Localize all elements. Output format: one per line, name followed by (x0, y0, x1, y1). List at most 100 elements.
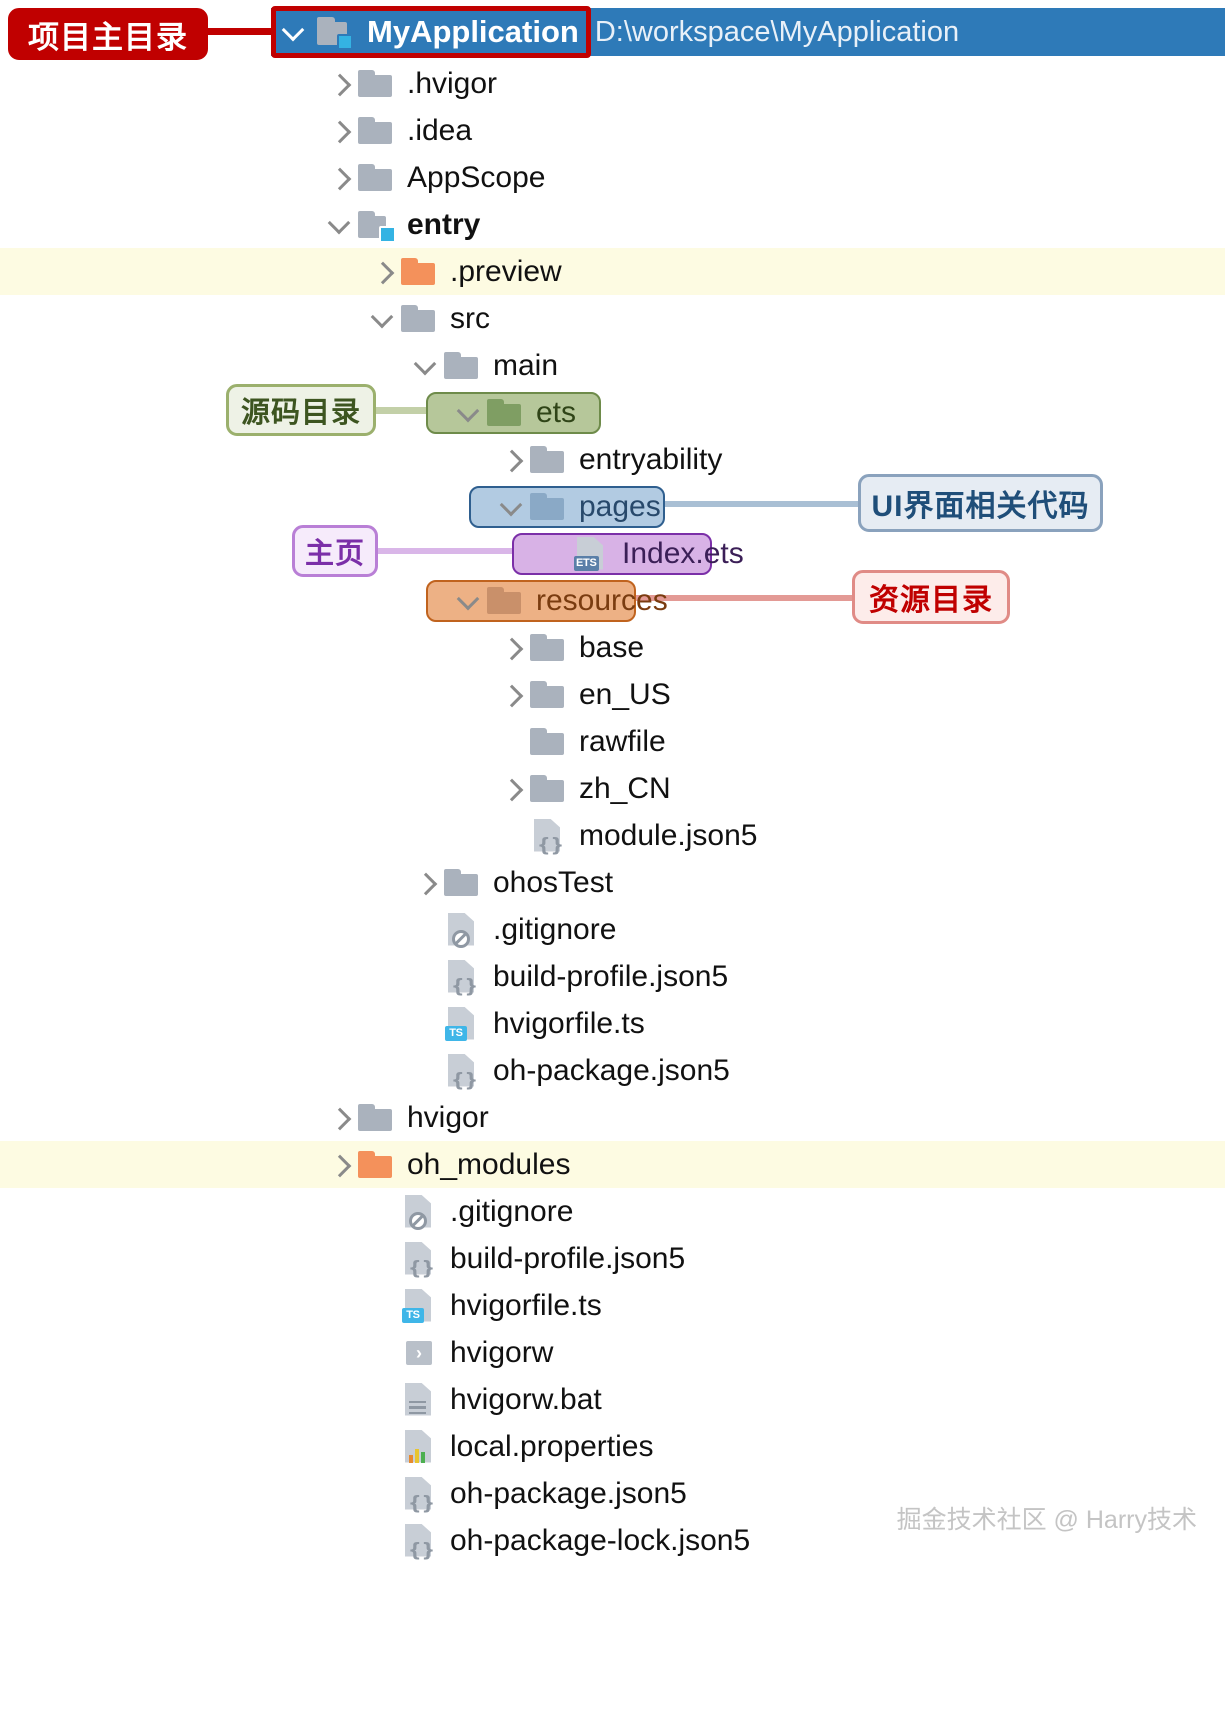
tree-row-label: ets (536, 395, 577, 429)
tree-row-local-properties[interactable]: local.properties (0, 1423, 1225, 1470)
tree-row-label: oh-package.json5 (450, 1476, 687, 1510)
tree-row-oh-modules[interactable]: oh_modules (0, 1141, 1225, 1188)
tree-row-idea[interactable]: .idea (0, 107, 1225, 154)
tree-row-label: hvigor (407, 1100, 489, 1134)
folder-icon (357, 1101, 397, 1135)
twisty-spacer (411, 915, 441, 945)
folder-icon (400, 255, 440, 289)
highlight-chip-index-ets (512, 533, 712, 575)
callout-ui-code: UI界面相关代码 (858, 474, 1103, 532)
tree-row-entry-buildprof[interactable]: {}build-profile.json5 (0, 953, 1225, 1000)
tree-row-root-gitignore[interactable]: .gitignore (0, 1188, 1225, 1235)
tree-row-label: build-profile.json5 (450, 1241, 686, 1275)
tree-row-entryability[interactable]: entryability (0, 436, 1225, 483)
chevron-right-icon[interactable] (497, 445, 527, 475)
tree-row-base[interactable]: base (0, 624, 1225, 671)
tree-row-label: resources (536, 583, 668, 617)
chevron-right-icon[interactable] (325, 116, 355, 146)
tree-row-main[interactable]: main (0, 342, 1225, 389)
chevron-right-icon[interactable] (497, 774, 527, 804)
chevron-down-icon[interactable] (325, 210, 355, 240)
chevron-right-icon[interactable] (325, 163, 355, 193)
tree-row-en-us[interactable]: en_US (0, 671, 1225, 718)
callout-resource-dir: 资源目录 (852, 570, 1010, 624)
callout-label: 项目主目录 (28, 19, 188, 55)
chevron-down-icon[interactable] (411, 351, 441, 381)
folder-icon (357, 161, 397, 195)
folder-icon (529, 490, 569, 524)
twisty-spacer (368, 1385, 398, 1415)
executable-file-icon: › (400, 1335, 440, 1371)
tree-row-hvigor-dot[interactable]: .hvigor (0, 60, 1225, 107)
tree-row-label: hvigorw.bat (450, 1382, 602, 1416)
chevron-right-icon[interactable] (497, 680, 527, 710)
tree-row-src[interactable]: src (0, 295, 1225, 342)
tree-row-resources[interactable]: resources (0, 577, 1225, 624)
tree-row-rawfile[interactable]: rawfile (0, 718, 1225, 765)
tree-row-label: .gitignore (493, 912, 617, 946)
tree-row-label: hvigorfile.ts (450, 1288, 602, 1322)
tree-row-root-buildprof[interactable]: {} build-profile.json5 (0, 1235, 1225, 1282)
tree-row-module-json5[interactable]: {}module.json5 (0, 812, 1225, 859)
callout-label: 资源目录 (869, 584, 993, 617)
tree-row-label: AppScope (407, 160, 546, 194)
json-file-icon: {} (400, 1241, 440, 1277)
tree-row-entry[interactable]: entry (0, 201, 1225, 248)
chevron-right-icon[interactable] (368, 257, 398, 287)
chevron-right-icon[interactable] (325, 69, 355, 99)
tree-row-entry-ohpackage[interactable]: {}oh-package.json5 (0, 1047, 1225, 1094)
twisty-spacer (411, 962, 441, 992)
chevron-right-icon[interactable] (325, 1103, 355, 1133)
tree-row-label: build-profile.json5 (493, 959, 729, 993)
chevron-down-icon[interactable] (454, 586, 484, 616)
tree-row-label: module.json5 (579, 818, 758, 852)
callout-home-page: 主页 (292, 525, 378, 577)
tree-row-label: base (579, 630, 645, 664)
tree-row-zh-cn[interactable]: zh_CN (0, 765, 1225, 812)
chevron-right-icon[interactable] (411, 868, 441, 898)
connector-line (372, 407, 428, 414)
connector-line (665, 501, 860, 507)
tree-row-label: oh_modules (407, 1147, 571, 1181)
tree-row-ohostest[interactable]: ohosTest (0, 859, 1225, 906)
tree-row-appscope[interactable]: AppScope (0, 154, 1225, 201)
tree-row-hvigorw-bat[interactable]: hvigorw.bat (0, 1376, 1225, 1423)
tree-row-label: .gitignore (450, 1194, 574, 1228)
tree-row-label: pages (579, 489, 661, 523)
twisty-spacer (368, 1479, 398, 1509)
chevron-right-icon[interactable] (497, 633, 527, 663)
tree-row-label: .idea (407, 113, 473, 147)
tree-row-root-ohpackage[interactable]: {}oh-package.json5 (0, 1470, 1225, 1517)
tree-row-hvigorw[interactable]: › hvigorw (0, 1329, 1225, 1376)
tree-row-label: hvigorw (450, 1335, 554, 1369)
tree-root-row[interactable]: MyApplication D:\workspace\MyApplication (271, 8, 1225, 56)
twisty-spacer (368, 1197, 398, 1227)
root-project-path: D:\workspace\MyApplication (594, 15, 960, 48)
chevron-down-icon[interactable] (368, 304, 398, 334)
callout-project-root: 项目主目录 (8, 8, 208, 60)
tree-row-label: .preview (450, 254, 562, 288)
tree-row-label: en_US (579, 677, 671, 711)
tree-row-ets[interactable]: ets (0, 389, 1225, 436)
tree-row-preview[interactable]: .preview (0, 248, 1225, 295)
tree-row-label: zh_CN (579, 771, 671, 805)
module-folder-icon (315, 15, 359, 50)
twisty-spacer (368, 1432, 398, 1462)
tree-row-root-ohpkglock[interactable]: {}oh-package-lock.json5 (0, 1517, 1225, 1564)
tree-row-label: .hvigor (407, 66, 498, 100)
tree-row-label: local.properties (450, 1429, 654, 1463)
chevron-right-icon[interactable] (325, 1150, 355, 1180)
folder-icon (486, 584, 526, 618)
tree-row-pages[interactable]: pages (0, 483, 1225, 530)
twisty-spacer (497, 821, 527, 851)
tree-row-entry-gitignore[interactable]: .gitignore (0, 906, 1225, 953)
chevron-down-icon[interactable] (497, 492, 527, 522)
module-folder-icon (357, 208, 397, 243)
folder-icon (529, 772, 569, 806)
chevron-down-icon[interactable] (454, 398, 484, 428)
tree-row-hvigor[interactable]: hvigor (0, 1094, 1225, 1141)
twisty-spacer (368, 1338, 398, 1368)
